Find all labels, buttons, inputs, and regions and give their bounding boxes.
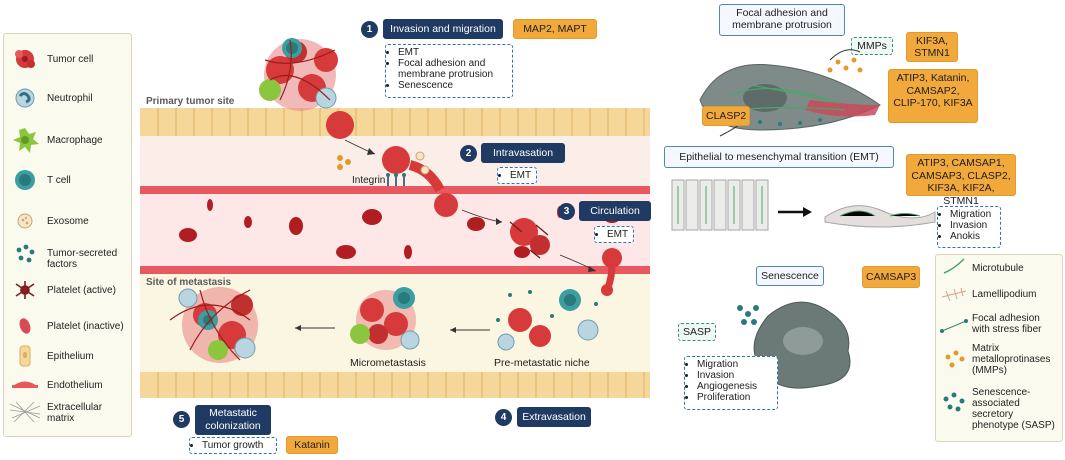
label-pre-metastatic-niche: Pre-metastatic niche — [494, 357, 590, 369]
step-2-bullets: EMT — [497, 167, 537, 184]
step-3-bullets: EMT — [594, 226, 634, 243]
step-1-label: Invasion and migration — [383, 19, 503, 39]
arrow-heads — [295, 148, 596, 333]
step-1-bullet: Focal adhesion and membrane protrusion — [398, 58, 508, 80]
focal-adhesion-title: Focal adhesion and membrane protrusion — [719, 4, 845, 36]
step-3-label: Circulation — [579, 201, 651, 221]
emt-bullet: Migration — [950, 209, 996, 220]
extracellular-matrix-icon — [9, 401, 41, 423]
metastasis-epithelium — [140, 372, 650, 398]
mmps-box: MMPs — [851, 37, 893, 55]
step-3-number: 3 — [558, 203, 575, 220]
sasp-icon — [943, 392, 965, 412]
micrometastasis-cluster — [350, 287, 420, 350]
legend-label-microtubule: Microtubule — [972, 263, 1024, 274]
endothelium-icon — [12, 381, 38, 388]
step-5-label: Metastatic colonization — [195, 405, 271, 435]
lamellipodium-icon — [941, 287, 967, 302]
legend-label-epithelium: Epithelium — [47, 351, 94, 362]
step-1-bullet: Senescence — [398, 80, 508, 91]
macrophage-icon — [13, 128, 39, 153]
senescence-bullet: Migration — [697, 359, 773, 370]
emt-bullets: MigrationInvasionAnokis — [937, 206, 1001, 248]
legend-label-focal-adhesion: Focal adhesion with stress fiber — [972, 313, 1042, 335]
legend-label-exosome: Exosome — [47, 216, 89, 227]
metastatic-colony — [169, 287, 258, 363]
step-4-number: 4 — [495, 409, 512, 426]
step-5-genes: Katanin — [286, 436, 338, 454]
senescence-title: Senescence — [756, 266, 824, 286]
platelet-active-icon — [15, 281, 35, 299]
legend-right-icons — [940, 258, 968, 412]
emt-illustration — [671, 179, 936, 231]
legend-label-neutrophil: Neutrophil — [47, 93, 93, 104]
tumor-cell-icon — [15, 50, 35, 68]
legend-label-extracellular-matrix: Extracellular matrix — [47, 402, 103, 424]
label-micrometastasis: Micrometastasis — [350, 357, 426, 369]
label-site-of-metastasis: Site of metastasis — [146, 277, 232, 288]
step-5-number: 5 — [173, 411, 190, 428]
step-1-bullet: EMT — [398, 47, 508, 58]
senescence-bullet: Angiogenesis — [697, 381, 773, 392]
neutrophil-icon — [15, 88, 35, 108]
step-1-genes: MAP2, MAPT — [513, 19, 597, 39]
focal-genes-right: ATIP3, Katanin, CAMSAP2, CLIP-170, KIF3A — [888, 69, 978, 123]
step-2-bullet: EMT — [510, 170, 532, 181]
primary-epithelium — [140, 108, 650, 136]
legend-label-lamellipodium: Lamellipodium — [972, 289, 1037, 300]
primary-tumor-cluster — [259, 38, 354, 139]
senescence-bullet: Proliferation — [697, 392, 773, 403]
senescence-bullet: Invasion — [697, 370, 773, 381]
legend-label-mmps: Matrix metalloprotinases (MMPs) — [972, 343, 1051, 376]
step-1-number: 1 — [361, 21, 378, 38]
emt-title: Epithelial to mesenchymal transition (EM… — [664, 146, 894, 168]
migrating-cell-illustration — [699, 49, 881, 137]
legend-label-platelet-active: Platelet (active) — [47, 285, 116, 296]
microtubule-icon — [943, 258, 965, 274]
mmp-icon — [945, 350, 965, 368]
senescence-genes: CAMSAP3 — [862, 266, 920, 288]
label-integrin: Integrin — [352, 175, 386, 186]
senescent-cell-illustration — [737, 301, 851, 389]
epithelium-icon — [19, 345, 31, 367]
intravasating-tumor-cell — [337, 146, 458, 217]
sasp-box: SASP — [678, 323, 716, 341]
extravasating-tumor-cell — [601, 248, 622, 296]
step-2-label: Intravasation — [481, 143, 565, 163]
step-3-bullet: EMT — [607, 229, 629, 240]
circulating-tumor-cluster — [509, 218, 550, 259]
step-4-label: Extravasation — [517, 407, 591, 427]
legend-label-macrophage: Macrophage — [47, 135, 103, 146]
legend-left-icons — [9, 50, 41, 423]
emt-genes: ATIP3, CAMSAP1, CAMSAP3, CLASP2, KIF3A, … — [906, 154, 1016, 207]
step-1-bullets: EMTFocal adhesion and membrane protrusio… — [385, 44, 513, 98]
legend-label-endothelium: Endothelium — [47, 380, 103, 391]
blood-vessel — [140, 186, 650, 274]
legend-label-tumor-cell: Tumor cell — [47, 54, 94, 65]
senescence-bullets: MigrationInvasionAngiogenesisProliferati… — [684, 356, 778, 410]
tumor-secreted-factors-icon — [16, 244, 35, 263]
step-5-bullet: Tumor growth — [202, 440, 272, 451]
emt-bullet: Anokis — [950, 231, 996, 242]
legend-label-platelet-inactive: Platelet (inactive) — [47, 321, 124, 332]
legend-label-sasp: Senescence-associated secretory phenotyp… — [972, 387, 1055, 431]
step-5-bullets: Tumor growth — [189, 437, 277, 454]
legend-label-tumor-secreted-factors: Tumor-secreted factors — [47, 248, 118, 270]
focal-genes-top: KIF3A, STMN1 — [906, 32, 958, 62]
focal-genes-left: CLASP2 — [702, 106, 750, 126]
legend-left: Tumor cell Neutrophil Macrophage T cell … — [3, 33, 132, 437]
legend-label-t-cell: T cell — [47, 175, 71, 186]
platelet-inactive-icon — [19, 318, 31, 334]
focal-adhesion-icon — [940, 319, 968, 333]
legend-right: Microtubule Lamellipodium Focal adhesion… — [935, 254, 1063, 442]
step-2-number: 2 — [460, 145, 477, 162]
emt-bullet: Invasion — [950, 220, 996, 231]
exosome-icon — [17, 213, 33, 229]
pre-metastatic-niche — [496, 289, 599, 351]
label-primary-tumor-site: Primary tumor site — [146, 96, 235, 107]
t-cell-icon — [15, 170, 35, 190]
